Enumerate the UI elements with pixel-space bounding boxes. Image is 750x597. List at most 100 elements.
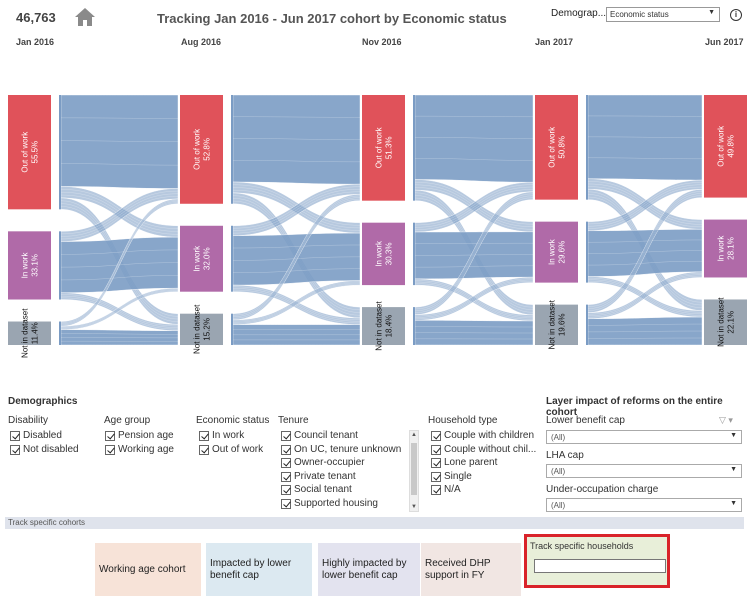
sankey-node[interactable] <box>180 313 223 345</box>
sankey-flow-line <box>587 157 703 160</box>
sankey-flow-line <box>60 275 179 281</box>
sankey-node[interactable] <box>704 95 747 198</box>
select-value: (All) <box>551 433 566 442</box>
sankey-node[interactable] <box>704 219 747 278</box>
checkbox[interactable] <box>105 444 115 455</box>
home-icon[interactable] <box>74 7 96 27</box>
sankey-node[interactable] <box>180 225 223 292</box>
sankey-node[interactable] <box>180 95 223 204</box>
sankey-flow <box>414 320 534 346</box>
filter-icon[interactable]: ▽ ▾ <box>719 415 733 425</box>
checkbox[interactable] <box>431 457 441 468</box>
track-households-input[interactable] <box>534 559 666 573</box>
checkbox-owner-occupier[interactable]: Owner-occupier <box>281 457 365 468</box>
tenure-scrollbar[interactable]: ▲ ▼ <box>409 430 419 512</box>
sankey-node[interactable] <box>8 95 51 210</box>
scroll-down-icon[interactable]: ▼ <box>411 504 417 510</box>
sankey-flow <box>414 191 534 315</box>
checkbox[interactable] <box>431 444 441 455</box>
checkbox[interactable] <box>281 444 291 455</box>
checkbox[interactable] <box>431 430 441 441</box>
checkbox-working-age[interactable]: Working age <box>105 444 174 455</box>
page-title: Tracking Jan 2016 - Jun 2017 cohort by E… <box>157 11 507 26</box>
sankey-flow-line <box>587 184 703 227</box>
timepoint-label: Jun 2017 <box>705 37 744 47</box>
checkbox-private-tenant[interactable]: Private tenant <box>281 471 356 482</box>
sankey-flow-line <box>587 260 703 266</box>
checkbox-single[interactable]: Single <box>431 471 472 482</box>
sankey-flow-line <box>414 281 534 320</box>
checkbox[interactable] <box>281 498 291 509</box>
sankey-flow-line <box>232 197 361 318</box>
sankey-flow-line <box>232 289 361 324</box>
sankey-node-label: Not in dataset15.2% <box>193 304 212 354</box>
checkbox[interactable] <box>199 430 209 441</box>
checkbox-supported-housing[interactable]: Supported housing <box>281 498 378 509</box>
sankey-node[interactable] <box>362 222 405 286</box>
checkbox[interactable] <box>281 457 291 468</box>
checkbox[interactable] <box>199 444 209 455</box>
checkbox[interactable] <box>281 430 291 441</box>
checkbox-couple-without-children[interactable]: Couple without chil... <box>431 444 536 455</box>
checkbox[interactable] <box>431 484 441 495</box>
sankey-flow <box>587 316 703 346</box>
timepoint-label: Jan 2016 <box>16 37 55 47</box>
sankey-node[interactable] <box>535 95 578 200</box>
checkbox-na[interactable]: N/A <box>431 484 461 495</box>
checkbox-council-tenant[interactable]: Council tenant <box>281 430 358 441</box>
sankey-node[interactable] <box>362 95 405 201</box>
checkbox[interactable] <box>281 484 291 495</box>
checkbox-couple-with-children[interactable]: Couple with children <box>431 430 534 441</box>
sankey-node[interactable] <box>704 299 747 345</box>
under-occupation-select[interactable]: (All) ▼ <box>546 498 742 512</box>
filter-heading-lower-benefit-cap: Lower benefit cap <box>546 415 625 426</box>
sankey-node[interactable] <box>8 321 51 345</box>
demographic-select[interactable]: Economic status ▼ <box>606 7 720 22</box>
sankey-flow-line <box>60 189 179 229</box>
sankey-flow-stub <box>413 95 415 201</box>
sankey-node[interactable] <box>535 304 578 345</box>
checkbox[interactable] <box>105 430 115 441</box>
cohort-lower-benefit-cap-button[interactable]: Impacted by lower benefit cap <box>206 543 312 596</box>
cohort-working-age-button[interactable]: Working age cohort <box>95 543 201 596</box>
checkbox[interactable] <box>281 471 291 482</box>
checkbox-on-uc[interactable]: On UC, tenure unknown <box>281 444 401 455</box>
sankey-flow-line <box>414 137 534 139</box>
scroll-up-icon[interactable]: ▲ <box>411 432 417 438</box>
filter-heading-age-group: Age group <box>104 415 151 426</box>
lha-cap-select[interactable]: (All) ▼ <box>546 464 742 478</box>
sankey-node[interactable] <box>362 307 405 345</box>
sankey-flow-line <box>60 199 179 323</box>
checkbox-social-tenant[interactable]: Social tenant <box>281 484 352 495</box>
scrollbar-thumb[interactable] <box>411 443 417 495</box>
cohort-highly-impacted-button[interactable]: Highly impacted by lower benefit cap <box>318 543 420 596</box>
lower-benefit-cap-select[interactable]: (All) ▼ <box>546 430 742 444</box>
sankey-flow-line <box>60 297 179 330</box>
checkbox-in-work[interactable]: In work <box>199 430 244 441</box>
checkbox-out-of-work[interactable]: Out of work <box>199 444 263 455</box>
checkbox-pension-age[interactable]: Pension age <box>105 430 174 441</box>
checkbox-disabled[interactable]: Disabled <box>10 430 62 441</box>
sankey-node[interactable] <box>8 231 51 300</box>
sankey-flow-line <box>587 193 703 309</box>
demographics-title: Demographics <box>8 396 78 407</box>
cohort-dhp-support-button[interactable]: Received DHP support in FY <box>421 543 521 596</box>
sankey-flow-stub <box>413 222 415 286</box>
sankey-flow-line <box>587 275 703 318</box>
checkbox-lone-parent[interactable]: Lone parent <box>431 457 497 468</box>
checkbox[interactable] <box>10 444 20 455</box>
sankey-flow-line <box>587 273 703 315</box>
checkbox[interactable] <box>10 430 20 441</box>
info-icon[interactable]: i <box>730 9 742 21</box>
sankey-node[interactable] <box>535 221 578 283</box>
sankey-flow-stub <box>231 313 233 345</box>
sankey-flow <box>60 329 179 346</box>
filter-heading-lha-cap: LHA cap <box>546 450 584 461</box>
demographic-select-value: Economic status <box>610 10 669 19</box>
demographic-label: Demograp... <box>551 8 607 19</box>
sankey-flow <box>232 194 361 321</box>
checkbox[interactable] <box>431 471 441 482</box>
sankey-flow-line <box>414 279 534 318</box>
sankey-flow <box>232 280 361 325</box>
checkbox-not-disabled[interactable]: Not disabled <box>10 444 79 455</box>
